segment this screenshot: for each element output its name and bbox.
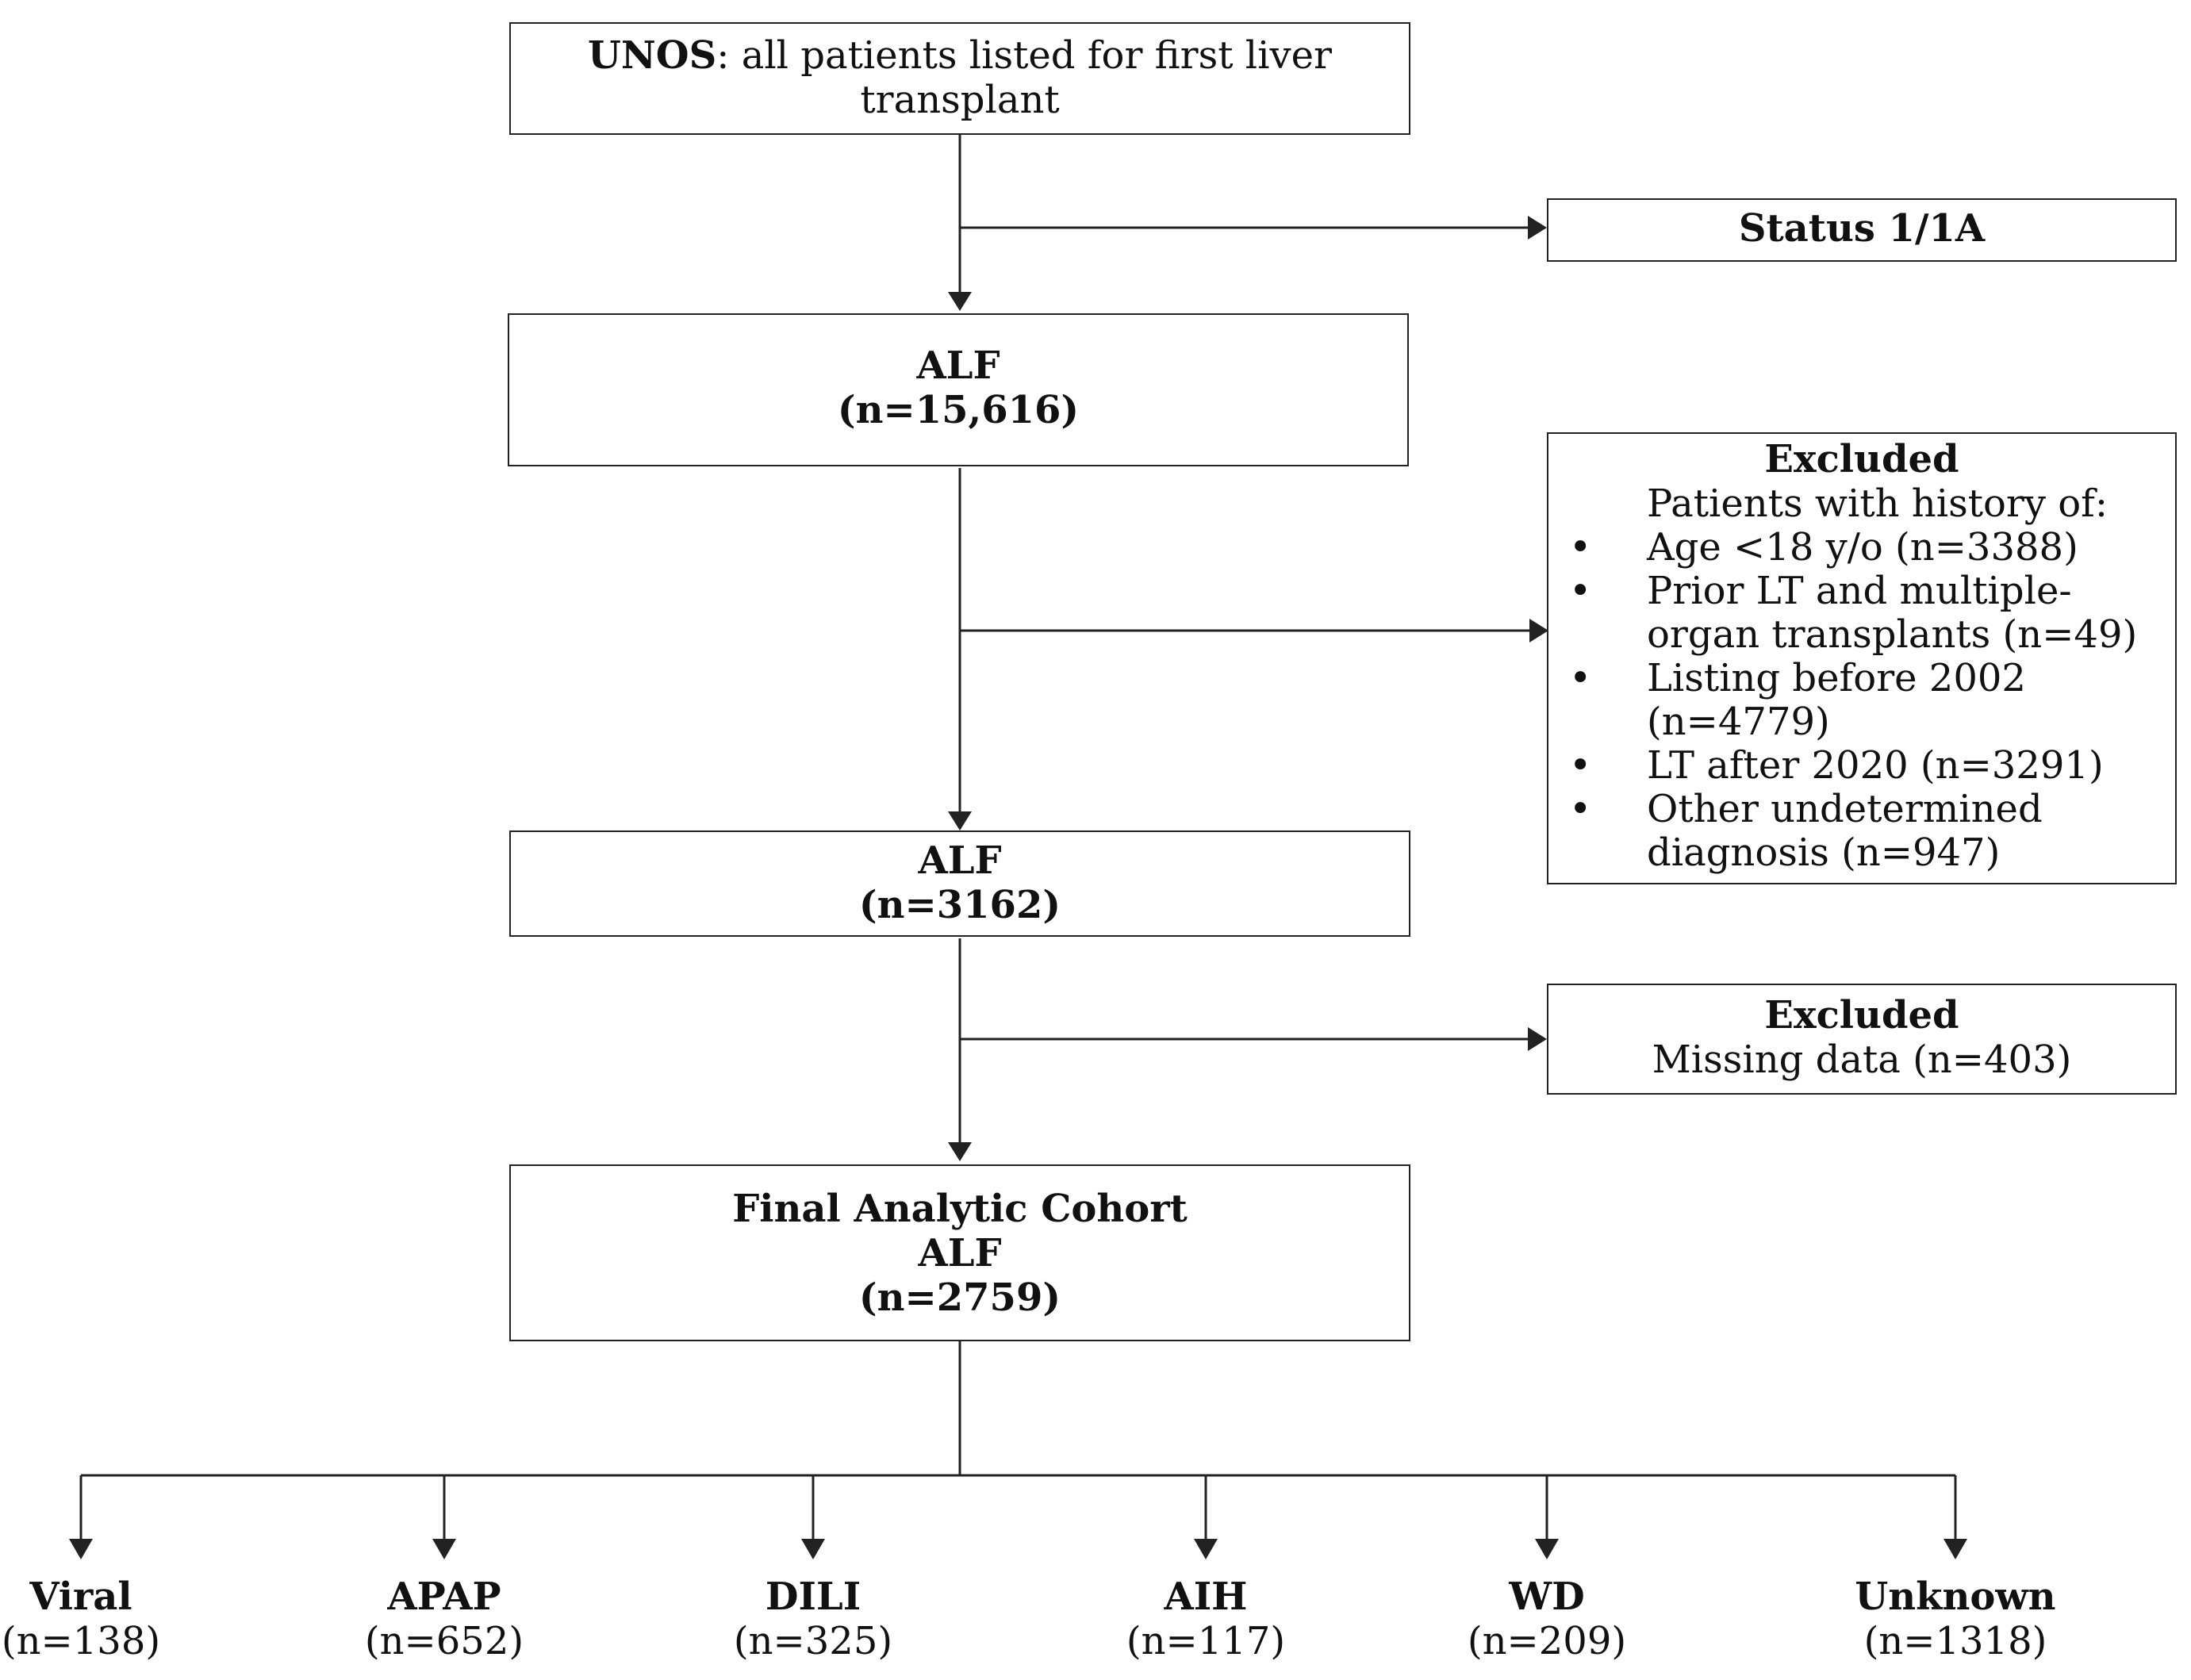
excluded1-item-text: LT after 2020 (n=3291) [1647, 743, 2104, 788]
category-name: APAP [387, 1575, 501, 1619]
bullet-icon: • [1569, 656, 1592, 700]
status-box: Status 1/1A [1547, 198, 2177, 262]
excluded1-subtitle: Patients with history of: [1647, 481, 2109, 526]
excluded1-item: • Prior LT and multiple- organ transplan… [1548, 570, 2175, 657]
excluded1-item: • Other undetermined diagnosis (n=947) [1548, 788, 2175, 875]
final-cohort-box: Final Analytic Cohort ALF (n=2759) [509, 1164, 1410, 1341]
excluded1-item-text: Other undetermined [1647, 787, 2043, 831]
excluded1-item-text: Age <18 y/o (n=3388) [1647, 525, 2078, 570]
bullet-icon: • [1569, 525, 1592, 570]
category-aih: AIH (n=117) [1087, 1575, 1325, 1663]
final-count: (n=2759) [858, 1275, 1061, 1320]
excluded1-title: Excluded [1764, 437, 1959, 481]
status-label: Status 1/1A [1738, 206, 1986, 251]
final-subtitle: ALF [918, 1231, 1002, 1275]
category-name: DILI [765, 1575, 861, 1619]
excluded-box-2: Excluded Missing data (n=403) [1547, 984, 2177, 1095]
unos-line1: UNOS: all patients listed for first live… [511, 33, 1409, 78]
category-count: (n=652) [364, 1619, 524, 1663]
category-wd: WD (n=209) [1428, 1575, 1666, 1663]
excluded1-list: • Age <18 y/o (n=3388) • Prior LT and mu… [1548, 526, 2175, 875]
excluded1-item: • Listing before 2002 (n=4779) [1548, 657, 2175, 744]
category-unknown: Unknown (n=1318) [1836, 1575, 2074, 1663]
category-name: Unknown [1855, 1575, 2056, 1619]
category-name: WD [1509, 1575, 1585, 1619]
category-viral: Viral (n=138) [0, 1575, 200, 1663]
excluded1-item-text: Prior LT and multiple- [1647, 569, 2072, 613]
category-apap: APAP (n=652) [325, 1575, 563, 1663]
category-count: (n=1318) [1863, 1619, 2047, 1663]
alf2-count: (n=3162) [858, 883, 1061, 927]
unos-line2: transplant [860, 78, 1060, 122]
alf1-title: ALF [916, 343, 1000, 388]
unos-label: UNOS [588, 33, 717, 78]
unos-box: UNOS: all patients listed for first live… [509, 22, 1410, 135]
alf2-title: ALF [918, 838, 1002, 883]
bullet-icon: • [1569, 569, 1592, 613]
excluded1-item-text: Listing before 2002 [1647, 656, 2026, 700]
bullet-icon: • [1569, 743, 1592, 788]
bullet-icon: • [1569, 787, 1592, 831]
unos-rest: : all patients listed for first liver [716, 33, 1332, 78]
category-count: (n=209) [1467, 1619, 1627, 1663]
excluded1-item-text: diagnosis (n=947) [1647, 830, 2001, 875]
category-name: Viral [29, 1575, 132, 1619]
alf-box-2: ALF (n=3162) [509, 830, 1410, 937]
excluded1-item-text: (n=4779) [1647, 700, 1830, 744]
final-title: Final Analytic Cohort [732, 1187, 1188, 1231]
category-count: (n=117) [1126, 1619, 1286, 1663]
excluded-box-1: Excluded Patients with history of: • Age… [1547, 432, 2177, 884]
excluded1-item: • LT after 2020 (n=3291) [1548, 744, 2175, 788]
alf1-count: (n=15,616) [837, 388, 1080, 432]
excluded1-item: • Age <18 y/o (n=3388) [1548, 526, 2175, 570]
category-count: (n=138) [1, 1619, 161, 1663]
category-count: (n=325) [733, 1619, 893, 1663]
alf-box-1: ALF (n=15,616) [508, 313, 1409, 466]
excluded1-item-text: organ transplants (n=49) [1647, 612, 2138, 657]
category-dili: DILI (n=325) [694, 1575, 932, 1663]
category-name: AIH [1164, 1575, 1248, 1619]
excluded2-reason: Missing data (n=403) [1652, 1038, 2072, 1082]
excluded2-title: Excluded [1764, 993, 1959, 1038]
